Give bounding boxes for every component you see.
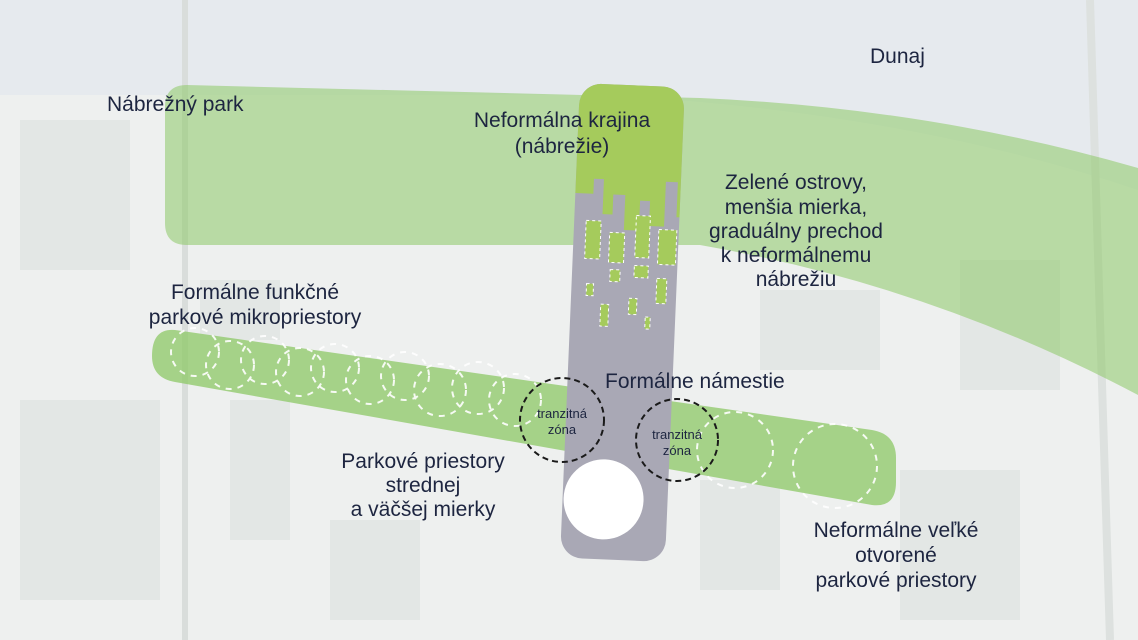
label-line: graduálny prechod (709, 220, 883, 243)
label-line: otvorené (855, 544, 937, 567)
central-axis (560, 83, 685, 562)
label-line: Neformálne veľké (814, 519, 979, 542)
label-embankment-park: Nábrežný park (107, 93, 244, 116)
transit-zone-left: tranzitná zóna (519, 377, 605, 463)
label-line: Zelené ostrovy, (725, 171, 867, 194)
label-line: menšia mierka, (725, 196, 867, 219)
label-formal-square: Formálne námestie (605, 370, 785, 393)
label-line: Neformálna krajina (474, 109, 651, 132)
label-informal-landscape: Neformálna krajina (nábrežie) (474, 109, 651, 158)
label-green-islands: Zelené ostrovy, menšia mierka, graduálny… (709, 171, 883, 291)
lower-park-band (152, 327, 896, 509)
transit-zone-right-label-1: tranzitná (652, 427, 703, 442)
label-formal-micro: Formálne funkčné parkové mikropriestory (149, 281, 362, 329)
label-line: parkové mikropriestory (149, 306, 362, 329)
label-park-medium: Parkové priestory strednej a väčšej mier… (341, 450, 505, 521)
transit-zone-left-label-1: tranzitná (537, 406, 588, 421)
label-line: k neformálnemu (721, 244, 872, 267)
transit-zone-right-label-2: zóna (663, 443, 692, 458)
label-line: Parkové priestory (341, 450, 505, 473)
label-line: nábrežiu (756, 268, 837, 291)
label-line: parkové priestory (815, 569, 977, 592)
label-line: (nábrežie) (515, 135, 610, 158)
roundabout-hole (563, 459, 644, 540)
label-line: strednej (386, 474, 461, 497)
label-informal-large: Neformálne veľké otvorené parkové priest… (814, 519, 979, 592)
transit-zone-right: tranzitná zóna (635, 398, 719, 482)
label-line: a väčšej mierky (351, 498, 496, 521)
label-line: Formálne funkčné (171, 281, 339, 304)
transit-zone-left-label-2: zóna (548, 422, 577, 437)
label-river: Dunaj (870, 45, 925, 68)
